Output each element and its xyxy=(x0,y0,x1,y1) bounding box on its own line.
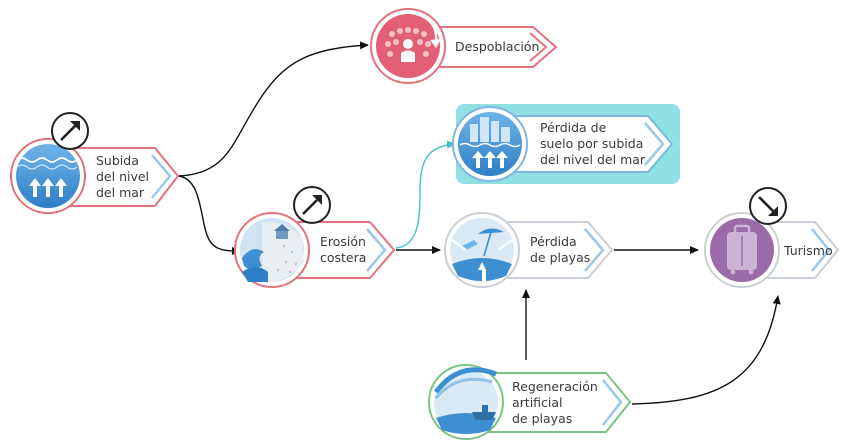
node-label-line: del nivel del mar xyxy=(540,152,646,167)
flooded-city-icon xyxy=(458,112,522,176)
coastal-erosion-icon xyxy=(240,218,304,282)
arrow-subida-to-erosion xyxy=(177,175,241,255)
node-label-line: de playas xyxy=(530,250,590,265)
node-perdida-suelo: Pérdida de suelo por subida del nivel de… xyxy=(452,104,680,184)
node-label-line: Pérdida xyxy=(530,234,577,249)
connectors xyxy=(177,41,781,405)
beach-loss-icon xyxy=(450,218,514,282)
node-regeneracion: Regeneración artificial de playas xyxy=(428,364,632,440)
node-erosion-costera: Erosión costera xyxy=(234,186,396,288)
population-decline-icon xyxy=(376,12,441,78)
trend-up-badge xyxy=(51,112,89,150)
node-perdida-playas: Pérdida de playas xyxy=(444,212,614,288)
sand-pumping-icon xyxy=(434,367,498,434)
node-turismo: Turismo xyxy=(704,187,840,288)
rising-sea-icon xyxy=(16,144,80,208)
node-label-line: del nivel xyxy=(96,169,149,184)
node-label-line: Regeneración xyxy=(512,379,598,394)
arrow-regeneracion-to-turismo xyxy=(631,295,781,405)
node-label-line: Pérdida de xyxy=(540,120,607,135)
node-label-line: Turismo xyxy=(783,243,833,258)
arrow-subida-to-despoblacion xyxy=(177,41,369,177)
trend-down-badge xyxy=(749,187,787,225)
node-label-line: costera xyxy=(320,250,366,265)
suitcase-icon xyxy=(710,218,774,282)
node-subida-nivel-mar: Subida del nivel del mar xyxy=(10,112,180,214)
node-label-line: Subida xyxy=(96,153,139,168)
node-label-line: suelo por subida xyxy=(540,136,643,151)
node-label-line: de playas xyxy=(512,411,572,426)
trend-up-badge xyxy=(293,186,331,224)
node-label-line: del mar xyxy=(96,185,145,200)
node-label-line: Despoblación xyxy=(455,39,539,54)
node-despoblacion: Despoblación xyxy=(370,8,558,84)
node-label-line: Erosión xyxy=(320,234,366,249)
arrow-erosion-to-perdida-suelo xyxy=(395,140,456,249)
node-label-line: artificial xyxy=(512,395,563,410)
